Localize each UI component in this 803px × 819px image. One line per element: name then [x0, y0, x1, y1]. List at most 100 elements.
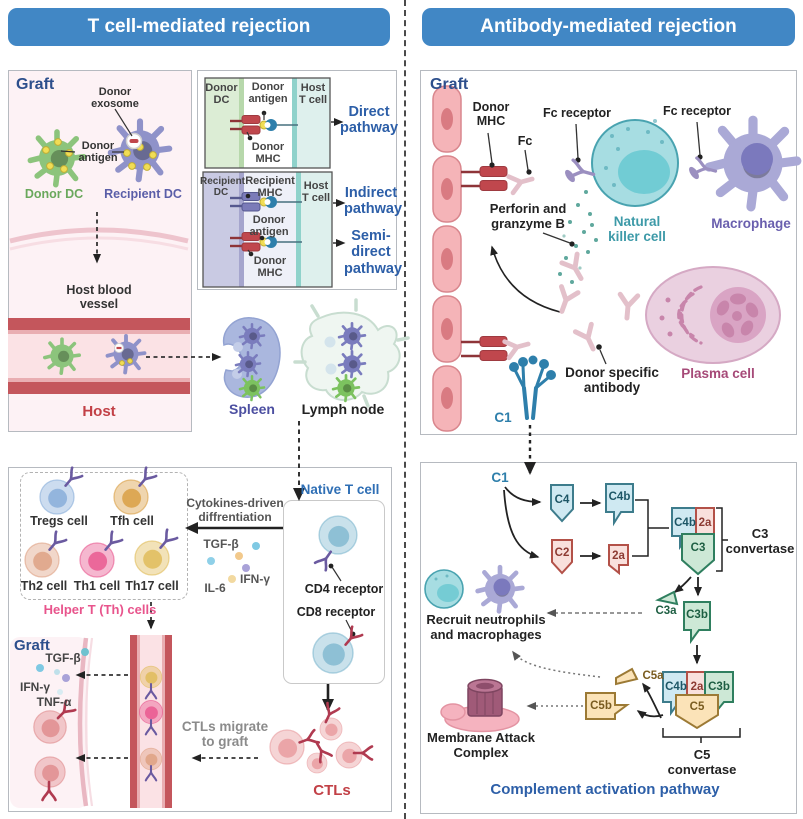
fc-receptor-nk-label: Fc receptor — [542, 106, 612, 120]
direct-donor-mhc-label: Donor MHC — [251, 141, 285, 166]
host-blood-vessel-icon — [8, 318, 190, 394]
macrophage-icon — [689, 120, 797, 207]
th17-label: Th17 cell — [125, 579, 179, 593]
c5b-label: C5b — [590, 700, 612, 712]
indirect-recipient-dc-label: Recipient DC — [200, 176, 246, 199]
perforin-pointer — [542, 232, 575, 247]
vessel-dc-details — [114, 343, 133, 366]
mac-icon — [440, 678, 520, 733]
cytokine-dots — [207, 542, 260, 583]
donor-dc-label: Donor DC — [24, 187, 84, 201]
host-blood-vessel-label: Host blood vessel — [66, 283, 132, 312]
amr-donor-mhc-label: Donor MHC — [472, 100, 510, 129]
c3a-label: C3a — [655, 605, 677, 617]
perforin-label: Perforin and granzyme B — [489, 201, 567, 231]
cd8-label: CD8 receptor — [296, 605, 376, 619]
tfh-label: Tfh cell — [110, 514, 154, 528]
native-title-label: Native T cell — [300, 482, 380, 497]
c4-label: C4 — [554, 494, 570, 506]
complement-shapes — [550, 483, 734, 730]
direct-pathway-box — [204, 77, 344, 169]
graft-tnf-label: TNF-α — [36, 695, 72, 709]
cascade-brackets — [632, 499, 741, 743]
dsa-label: Donor specific antibody — [565, 365, 659, 396]
tgf-label: TGF-β — [203, 537, 239, 551]
complement-footer-label: Complement activation pathway — [490, 781, 720, 798]
conv5-c5-label: C5 — [689, 701, 705, 713]
vessel-recipient-dc-icon — [105, 334, 147, 375]
nk-label: Natural killer cell — [608, 214, 666, 245]
indirect-donor-mhc-label: Donor MHC — [253, 255, 287, 280]
nk-attack-arrow — [490, 245, 561, 313]
graft-arc — [9, 227, 189, 251]
conv3-c3-label: C3 — [690, 542, 706, 554]
spleen-label: Spleen — [229, 401, 275, 417]
c3b-label: C3b — [686, 609, 708, 621]
graft-ifn-label: IFN-γ — [20, 680, 50, 694]
perforin-granule-dots — [558, 190, 598, 284]
helper-caption-label: Helper T (Th) cells — [43, 602, 157, 617]
ctls-migrate-label: CTLs migrate to graft — [181, 719, 269, 750]
mac-label: Membrane Attack Complex — [427, 730, 535, 760]
conv5-c3b-label: C3b — [708, 681, 730, 693]
vertical-vessel-icon — [130, 635, 172, 808]
c3-convertase-label: C3 convertase — [725, 526, 795, 556]
graft-tgf-label: TGF-β — [45, 651, 81, 665]
conv3-2a-label: 2a — [698, 517, 712, 529]
donor-exosome-label: Donor exosome — [91, 86, 139, 111]
direct-donor-antigen-label: Donor antigen — [248, 81, 288, 106]
recruit-label: Recruit neutrophils and macrophages — [426, 612, 546, 642]
graft-pointer-lines — [60, 150, 124, 153]
vessel-donor-dc-icon — [42, 337, 81, 376]
cascade-arrows — [503, 486, 702, 719]
indirect-pathway-label: Indirect pathway — [344, 185, 403, 218]
lymph-node-label: Lymph node — [301, 401, 385, 417]
c4b-label: C4b — [608, 491, 631, 503]
graft-bottom-vessel-wall — [77, 637, 94, 807]
amr-graft-title: Graft — [430, 76, 469, 93]
nk-cell-icon — [565, 119, 679, 207]
recruit-cell-icons — [424, 567, 522, 611]
cascade-c1-label: C1 — [491, 470, 509, 485]
lymph-node-icon — [293, 298, 410, 408]
c1-complex-icon — [509, 355, 556, 420]
fc-label: Fc — [517, 134, 533, 148]
graft-cytokine-dots — [36, 648, 89, 695]
cytokines-title-label: Cytokines-driven diffrentiation — [186, 496, 284, 524]
direct-pathway-label: Direct pathway — [340, 104, 399, 137]
amr-bottom-panel — [420, 462, 797, 814]
ctl-cluster-icons — [269, 701, 374, 774]
graft-bottom-arrows — [75, 602, 258, 762]
recipient-dc-label: Recipient DC — [104, 187, 182, 201]
graft-bottom-title: Graft — [14, 637, 50, 654]
tregs-label: Tregs cell — [30, 514, 88, 528]
donor-exosome-icon — [114, 108, 143, 150]
donor-mhc-upper-icon — [461, 132, 534, 193]
panel-divider — [404, 0, 406, 819]
il6-label: IL-6 — [204, 581, 226, 595]
fc-receptor-mac-label: Fc receptor — [662, 104, 732, 118]
cd4-label: CD4 receptor — [304, 582, 384, 596]
ctls-label: CTLs — [313, 782, 351, 799]
endothelium-icon — [432, 85, 462, 432]
spleen-icon — [222, 317, 281, 402]
indirect-recipient-mhc-label: Recipient MHC — [245, 175, 295, 200]
cascade-dashed-arrows — [512, 609, 642, 710]
donor-antigen-label: Donor antigen — [78, 140, 118, 165]
c5a-label: C5a — [642, 670, 664, 682]
indirect-pathway-box — [202, 171, 346, 288]
graft-effector-cells — [33, 699, 77, 802]
donor-antibodies-icons — [554, 254, 638, 365]
c2a-label: 2a — [612, 550, 625, 562]
conv5-2a-label: 2a — [690, 681, 704, 693]
c5-convertase-label: C5 convertase — [667, 747, 737, 777]
indirect-host-tcell-label: Host T cell — [301, 180, 331, 205]
direct-donor-dc-label: Donor DC — [205, 82, 238, 107]
graft-title: Graft — [16, 76, 55, 93]
c2-label: C2 — [554, 547, 570, 559]
indirect-donor-antigen-label: Donor antigen — [249, 214, 289, 239]
macrophage-label: Macrophage — [711, 216, 791, 231]
conv3-c4b-label: C4b — [674, 517, 696, 529]
